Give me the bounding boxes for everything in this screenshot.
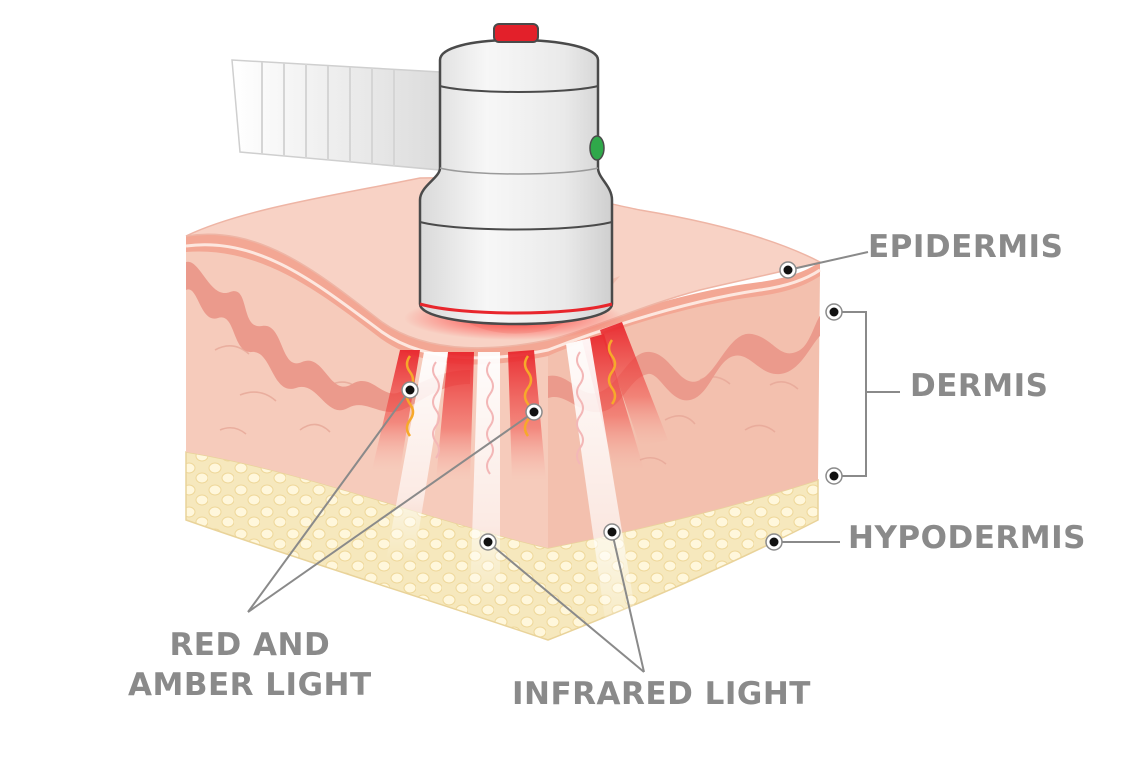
black-dot-icon — [401, 381, 419, 399]
infrared-wave-3 — [576, 351, 584, 465]
red-amber-label-line1: RED AND — [169, 627, 331, 663]
dermis-bracket — [836, 311, 900, 477]
black-dot-icon — [779, 261, 797, 279]
red-beam-5 — [600, 322, 668, 446]
light-beams — [372, 322, 668, 640]
power-button-icon — [493, 23, 539, 43]
red-beam-2 — [436, 352, 474, 480]
black-dot-icon — [825, 467, 843, 485]
amber-wave-3 — [607, 339, 617, 405]
therapy-device — [418, 23, 614, 326]
hypodermis-label: HYPODERMIS — [848, 520, 1086, 556]
infrared-wave-1 — [432, 361, 440, 459]
status-led-icon — [589, 135, 605, 161]
red-amber-label-line2: AMBER LIGHT — [128, 667, 372, 703]
infrared-light-label: INFRARED LIGHT — [512, 676, 811, 712]
epidermis-layer — [186, 234, 820, 365]
infrared-beam-3 — [566, 338, 640, 640]
black-dot-icon — [479, 533, 497, 551]
callout-markers — [401, 261, 843, 551]
infrared-leader-1 — [487, 541, 645, 673]
epidermis-leader — [787, 251, 869, 271]
black-dot-icon — [603, 523, 621, 541]
black-dot-icon — [765, 533, 783, 551]
black-dot-icon — [525, 403, 543, 421]
infrared-wave-2 — [486, 361, 494, 475]
black-dot-icon — [825, 303, 843, 321]
device-hose — [231, 59, 441, 171]
red-amber-leader-1 — [247, 389, 411, 613]
callout-lines — [247, 251, 900, 673]
epidermis-label: EPIDERMIS — [868, 229, 1064, 265]
red-amber-leader-2 — [247, 411, 535, 613]
amber-wave-2 — [523, 355, 533, 437]
infrared-leader-2 — [611, 531, 645, 673]
dermis-label: DERMIS — [910, 368, 1049, 404]
epidermis-papillae-front — [186, 261, 470, 412]
red-amber-light-label: RED AND AMBER LIGHT — [128, 625, 372, 705]
